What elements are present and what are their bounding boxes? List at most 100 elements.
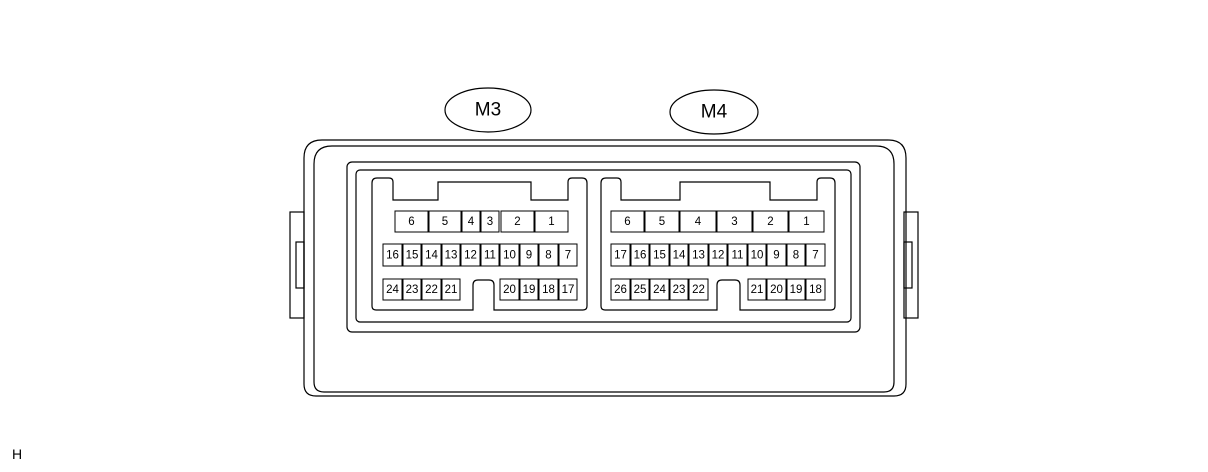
terminal-pin: 8 — [538, 243, 559, 267]
terminal-pin: 5 — [428, 210, 462, 233]
terminal-pin: 24 — [382, 278, 403, 301]
terminal-pin-number: 4 — [695, 216, 702, 228]
terminal-pin-number: 18 — [542, 284, 555, 296]
terminal-pin-number: 6 — [408, 216, 414, 228]
terminal-pin: 18 — [538, 278, 559, 301]
terminal-pin-number: 12 — [712, 250, 725, 262]
connector-m4-label: M4 — [669, 89, 759, 135]
terminal-pin: 2 — [752, 210, 789, 233]
terminal-pin-number: 21 — [445, 284, 458, 296]
terminal-pin-number: 5 — [442, 216, 448, 228]
terminal-pin-number: 8 — [793, 250, 799, 262]
terminal-pin: 22 — [688, 278, 709, 301]
terminal-pin: 22 — [421, 278, 442, 301]
terminal-pin: 16 — [382, 243, 403, 267]
terminal-pin-number: 4 — [468, 216, 475, 228]
terminal-pin: 10 — [747, 243, 767, 267]
terminal-pin: 14 — [421, 243, 442, 267]
terminal-pin-number: 7 — [812, 250, 818, 262]
terminal-pin-number: 2 — [767, 216, 773, 228]
terminal-pin: 4 — [679, 210, 717, 233]
terminal-pin-number: 17 — [614, 250, 627, 262]
terminal-pin: 17 — [610, 243, 631, 267]
m4-cavity-outline — [600, 177, 836, 311]
terminal-pin: 13 — [688, 243, 709, 267]
terminal-pin-number: 10 — [503, 250, 516, 262]
terminal-pin-number: 24 — [653, 284, 666, 296]
terminal-pin: 9 — [519, 243, 539, 267]
terminal-pin: 8 — [786, 243, 806, 267]
terminal-pin: 3 — [716, 210, 753, 233]
terminal-pin-number: 22 — [692, 284, 705, 296]
terminal-pin-number: 13 — [692, 250, 705, 262]
terminal-pin-number: 7 — [565, 250, 571, 262]
terminal-pin-number: 18 — [809, 284, 822, 296]
terminal-pin-number: 17 — [562, 284, 575, 296]
terminal-pin: 21 — [441, 278, 461, 301]
terminal-pin: 19 — [786, 278, 806, 301]
connector-m3-label: M3 — [444, 87, 532, 133]
terminal-pin-number: 16 — [634, 250, 647, 262]
terminal-pin: 14 — [669, 243, 689, 267]
terminal-pin: 12 — [460, 243, 481, 267]
terminal-pin: 6 — [394, 210, 429, 233]
terminal-pin-number: 24 — [386, 284, 399, 296]
terminal-pin: 15 — [649, 243, 670, 267]
terminal-pin-number: 22 — [425, 284, 438, 296]
terminal-pin: 20 — [766, 278, 787, 301]
terminal-pin: 23 — [669, 278, 689, 301]
terminal-pin: 9 — [766, 243, 787, 267]
m3-label-text: M3 — [475, 100, 501, 121]
terminal-pin: 4 — [461, 210, 481, 233]
terminal-pin: 17 — [558, 278, 578, 301]
m4-label-text: M4 — [701, 102, 728, 123]
terminal-pin-number: 12 — [464, 250, 477, 262]
terminal-pin-number: 26 — [614, 284, 627, 296]
terminal-pin: 20 — [499, 278, 520, 301]
terminal-pin: 7 — [805, 243, 826, 267]
terminal-pin-number: 25 — [634, 284, 647, 296]
terminal-pin-number: 1 — [548, 216, 554, 228]
terminal-pin-number: 19 — [523, 284, 536, 296]
connector-housing — [289, 139, 919, 397]
terminal-pin: 23 — [402, 278, 422, 301]
terminal-pin: 26 — [610, 278, 631, 301]
terminal-pin-number: 8 — [545, 250, 551, 262]
terminal-pin-number: 3 — [731, 216, 737, 228]
terminal-pin: 18 — [805, 278, 826, 301]
terminal-pin-number: 20 — [770, 284, 783, 296]
terminal-pin-number: 21 — [751, 284, 764, 296]
terminal-pin: 15 — [402, 243, 422, 267]
terminal-pin-number: 10 — [751, 250, 764, 262]
terminal-pin-number: 3 — [487, 216, 493, 228]
terminal-pin-number: 11 — [732, 250, 744, 262]
terminal-pin-number: 15 — [653, 250, 666, 262]
terminal-pin: 6 — [610, 210, 645, 233]
terminal-pin-number: 9 — [526, 250, 532, 262]
terminal-pin-number: 13 — [445, 250, 458, 262]
corner-label: H — [12, 446, 22, 462]
terminal-pin-number: 23 — [406, 284, 419, 296]
terminal-pin: 19 — [519, 278, 539, 301]
terminal-pin-number: 6 — [624, 216, 630, 228]
terminal-pin: 13 — [441, 243, 461, 267]
terminal-pin-number: 9 — [773, 250, 779, 262]
terminal-pin: 1 — [788, 210, 825, 233]
terminal-pin: 2 — [500, 210, 535, 233]
terminal-pin: 10 — [499, 243, 520, 267]
terminal-pin: 3 — [480, 210, 500, 233]
terminal-pin-number: 5 — [659, 216, 665, 228]
terminal-pin-number: 23 — [673, 284, 686, 296]
terminal-pin: 24 — [649, 278, 670, 301]
terminal-pin: 5 — [644, 210, 680, 233]
terminal-pin: 11 — [480, 243, 500, 267]
terminal-pin-number: 20 — [503, 284, 516, 296]
terminal-pin-number: 1 — [803, 216, 809, 228]
terminal-pin-number: 2 — [514, 216, 520, 228]
terminal-pin: 7 — [558, 243, 578, 267]
terminal-pin: 25 — [630, 278, 650, 301]
m3-cavity-outline — [371, 177, 588, 311]
terminal-pin-number: 11 — [484, 250, 496, 262]
